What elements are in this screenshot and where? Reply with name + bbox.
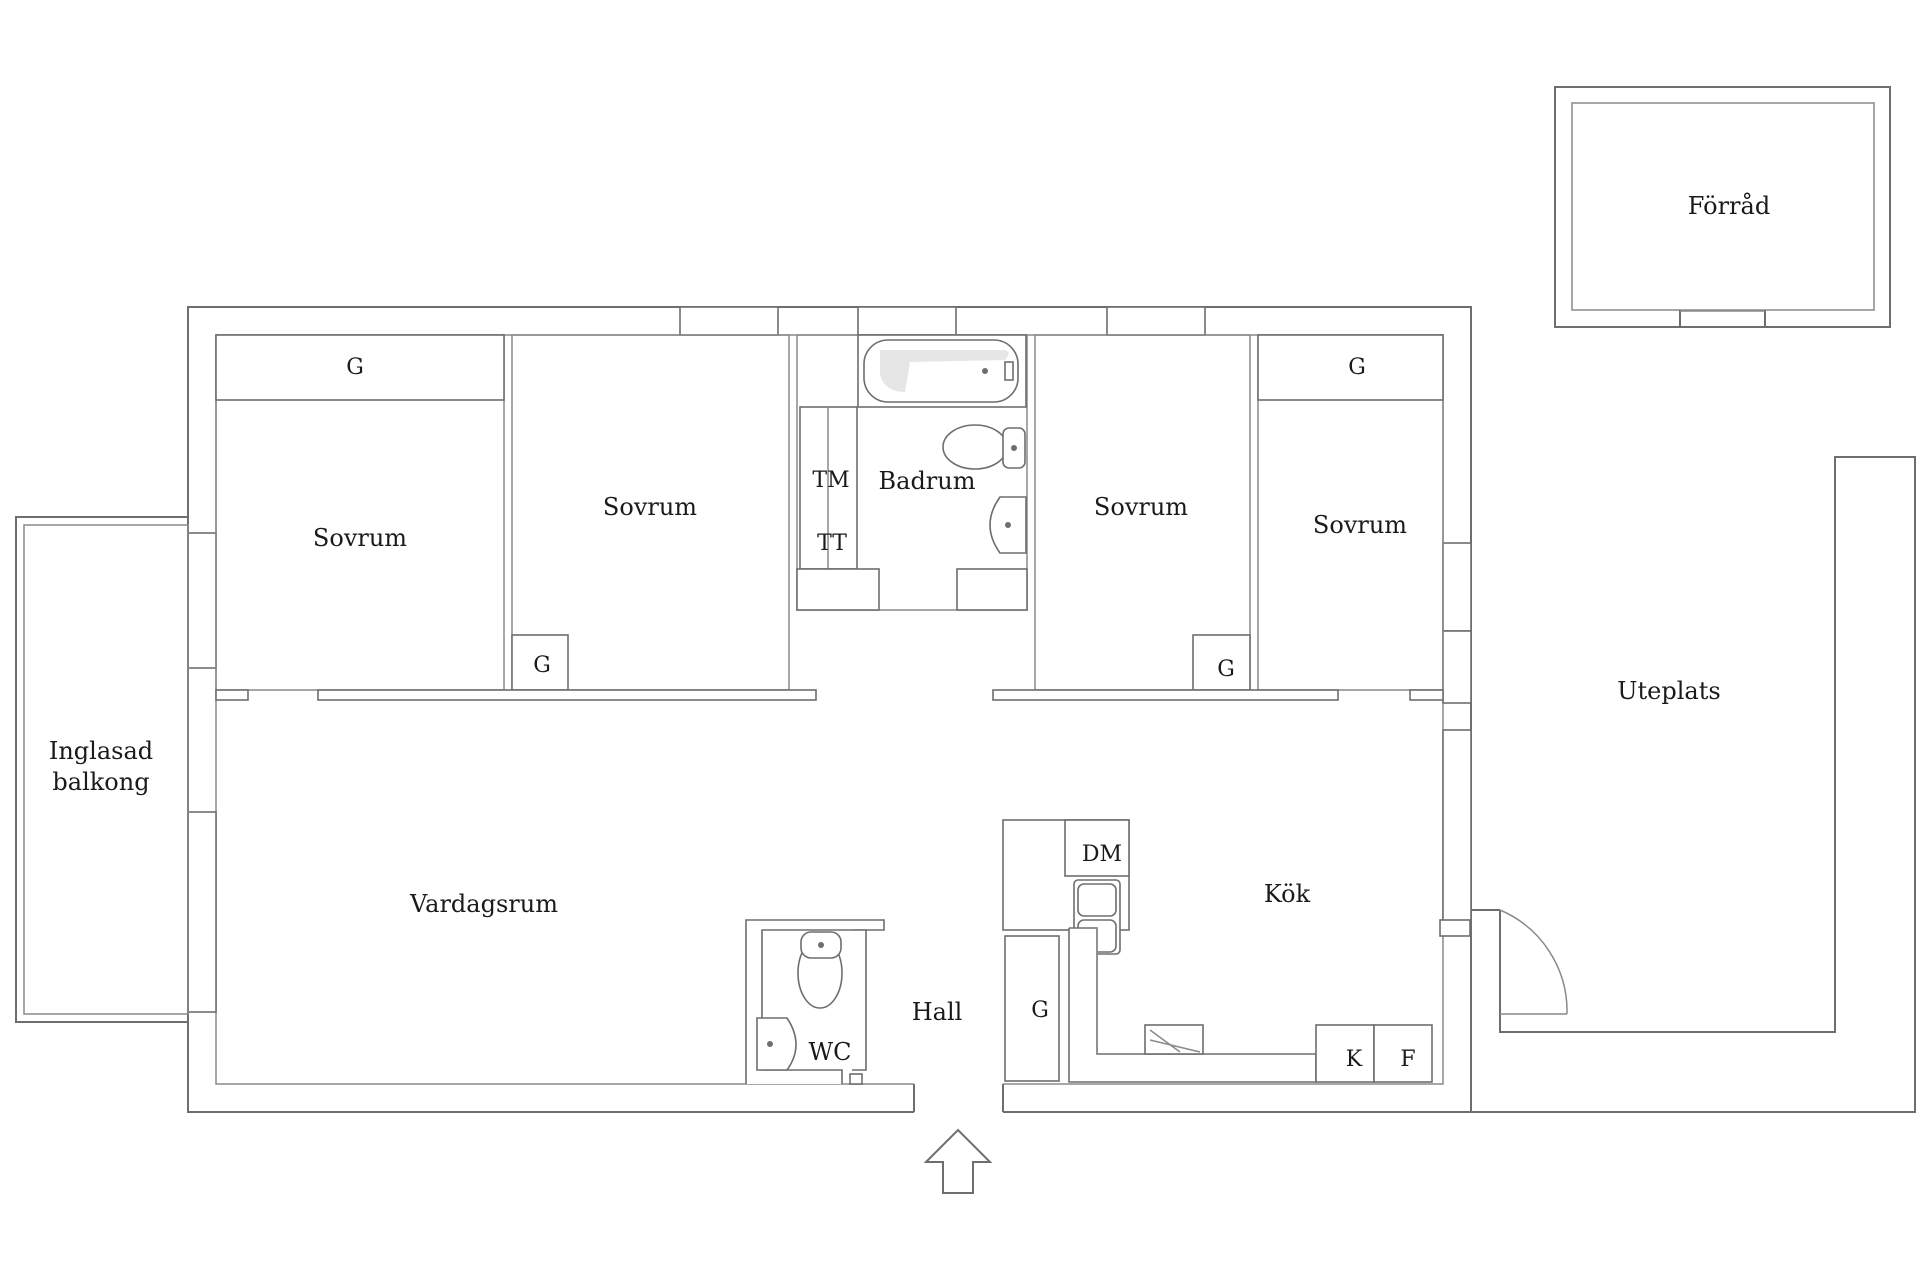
label-wc: WC bbox=[808, 1038, 851, 1066]
label-washing-machine: TM bbox=[812, 468, 849, 493]
label-kitchen: Kök bbox=[1264, 880, 1311, 908]
label-hall: Hall bbox=[912, 998, 963, 1026]
label-bedroom-2: Sovrum bbox=[603, 493, 697, 521]
label-wardrobe-hall: G bbox=[1031, 998, 1049, 1023]
label-wardrobe-4: G bbox=[1348, 355, 1366, 380]
label-living-room: Vardagsrum bbox=[409, 890, 558, 918]
label-bedroom-1: Sovrum bbox=[313, 524, 407, 552]
label-tumble-dryer: TT bbox=[817, 531, 847, 556]
entrance-arrow-icon bbox=[923, 1128, 993, 1194]
label-bedroom-4: Sovrum bbox=[1313, 511, 1407, 539]
kitchen-units bbox=[1002, 819, 1471, 1083]
wc-walls bbox=[745, 919, 885, 1085]
bathroom-fixtures bbox=[857, 334, 1027, 554]
storage-building bbox=[1554, 86, 1891, 328]
label-wardrobe-1: G bbox=[346, 355, 364, 380]
glazed-balcony bbox=[15, 516, 189, 1023]
label-freezer: F bbox=[1400, 1047, 1415, 1072]
label-refrigerator: K bbox=[1346, 1047, 1363, 1072]
patio-outline bbox=[1471, 456, 1916, 1113]
label-bedroom-3: Sovrum bbox=[1094, 493, 1188, 521]
label-wardrobe-3: G bbox=[1217, 657, 1235, 682]
label-patio: Uteplats bbox=[1617, 677, 1720, 705]
label-balcony-line2: balkong bbox=[52, 768, 149, 796]
label-balcony-line1: Inglasad bbox=[49, 737, 153, 765]
label-dishwasher: DM bbox=[1082, 842, 1122, 867]
label-wardrobe-2: G bbox=[533, 653, 551, 678]
bedroom-walls bbox=[215, 334, 1444, 701]
label-bathroom: Badrum bbox=[879, 467, 976, 495]
label-storage: Förråd bbox=[1688, 191, 1770, 220]
